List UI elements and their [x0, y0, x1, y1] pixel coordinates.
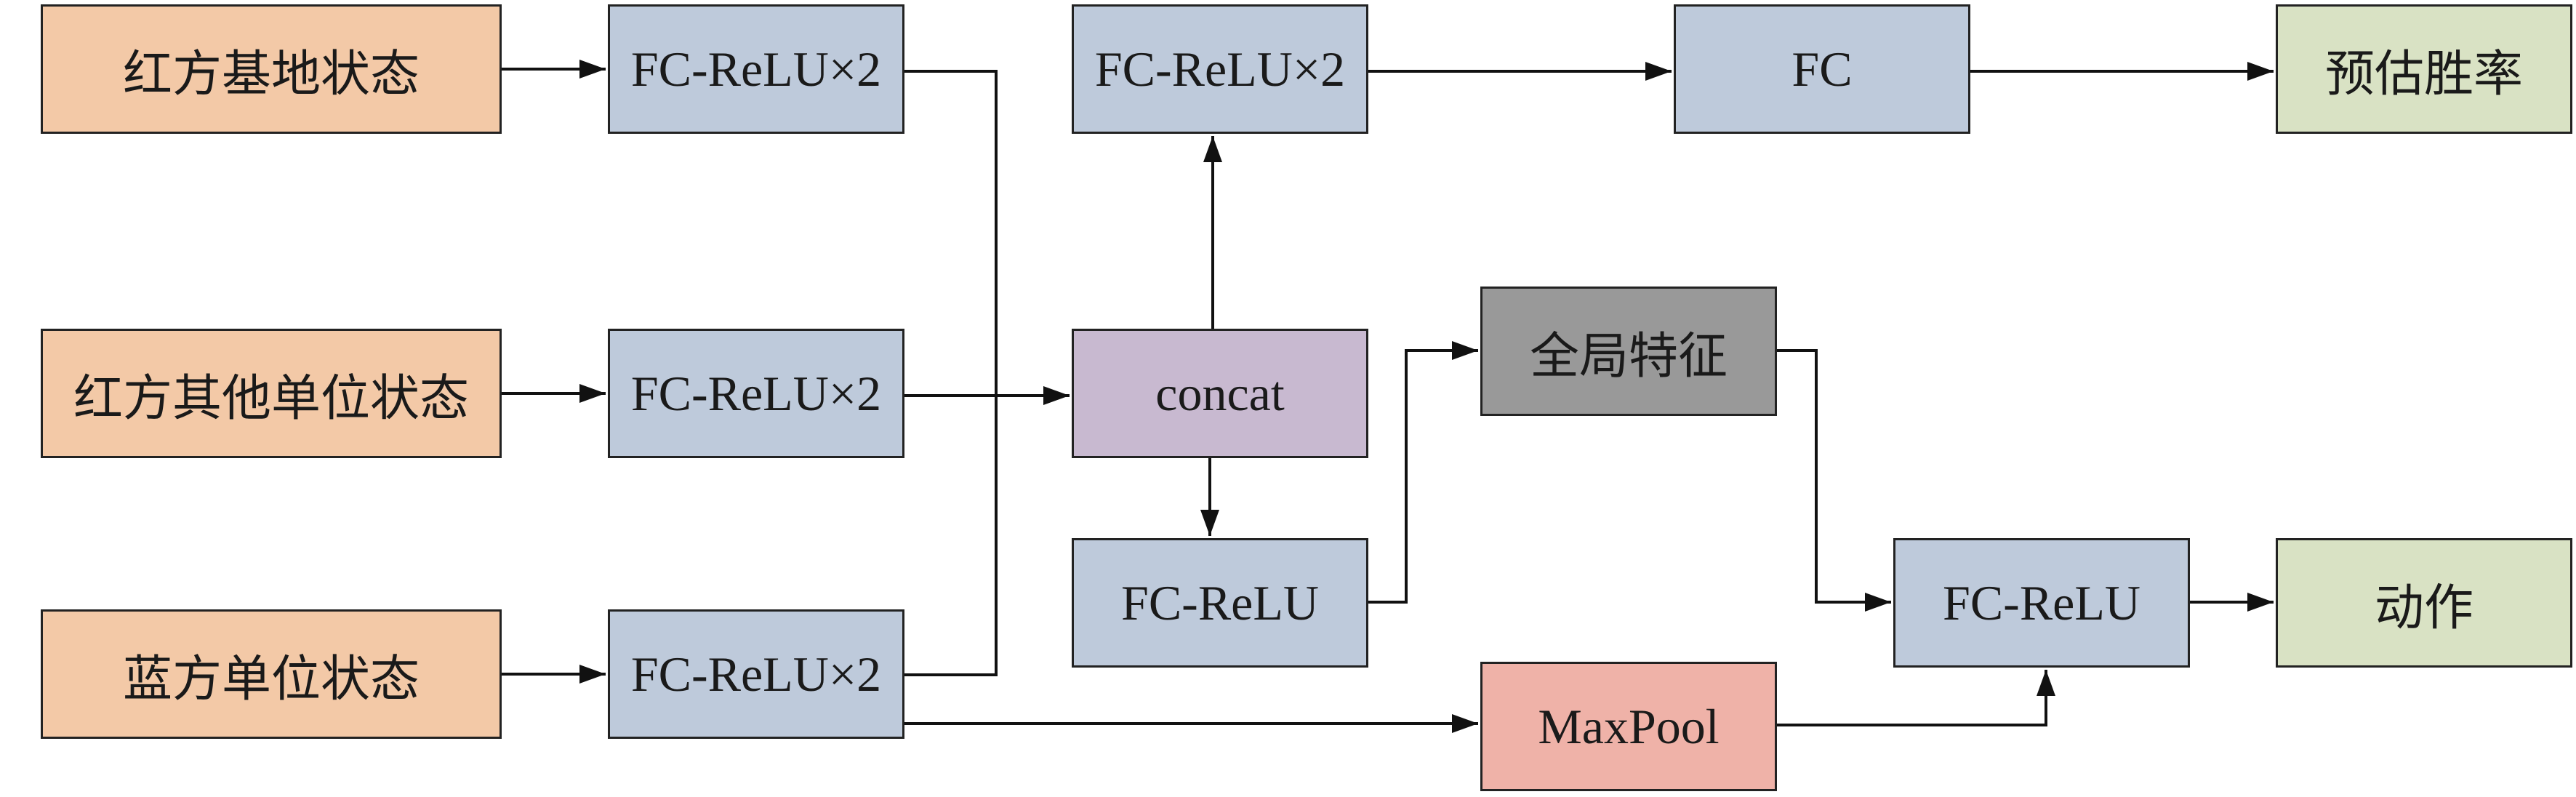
- fc-relu-block: FC-ReLU: [1072, 538, 1368, 668]
- concat-block: concat: [1072, 329, 1368, 458]
- input-red-base-state: 红方基地状态: [41, 4, 502, 134]
- global-feature-block: 全局特征: [1480, 287, 1777, 416]
- output-estimated-win-rate: 预估胜率: [2276, 4, 2572, 134]
- maxpool-block: MaxPool: [1480, 662, 1777, 791]
- arrow-maxpool-to-policy-fc: [1777, 670, 2055, 726]
- arrow-global-feature-to-policy-fc: [1777, 349, 1891, 612]
- value-fc-relu-x2-block: FC-ReLU×2: [1072, 4, 1368, 134]
- arrow-fc-relu-to-global-feature: [1368, 341, 1478, 604]
- encoder-fc-relu-x2-red-other: FC-ReLU×2: [608, 329, 904, 458]
- encoder-fc-relu-x2-red-base: FC-ReLU×2: [608, 4, 904, 134]
- input-red-other-units-state: 红方其他单位状态: [41, 329, 502, 458]
- line-encoder1-to-bus: [904, 70, 998, 676]
- output-action: 动作: [2276, 538, 2572, 668]
- encoder-fc-relu-x2-blue-units: FC-ReLU×2: [608, 609, 904, 739]
- policy-fc-relu-block: FC-ReLU: [1893, 538, 2190, 668]
- input-blue-units-state: 蓝方单位状态: [41, 609, 502, 739]
- value-fc-block: FC: [1674, 4, 1970, 134]
